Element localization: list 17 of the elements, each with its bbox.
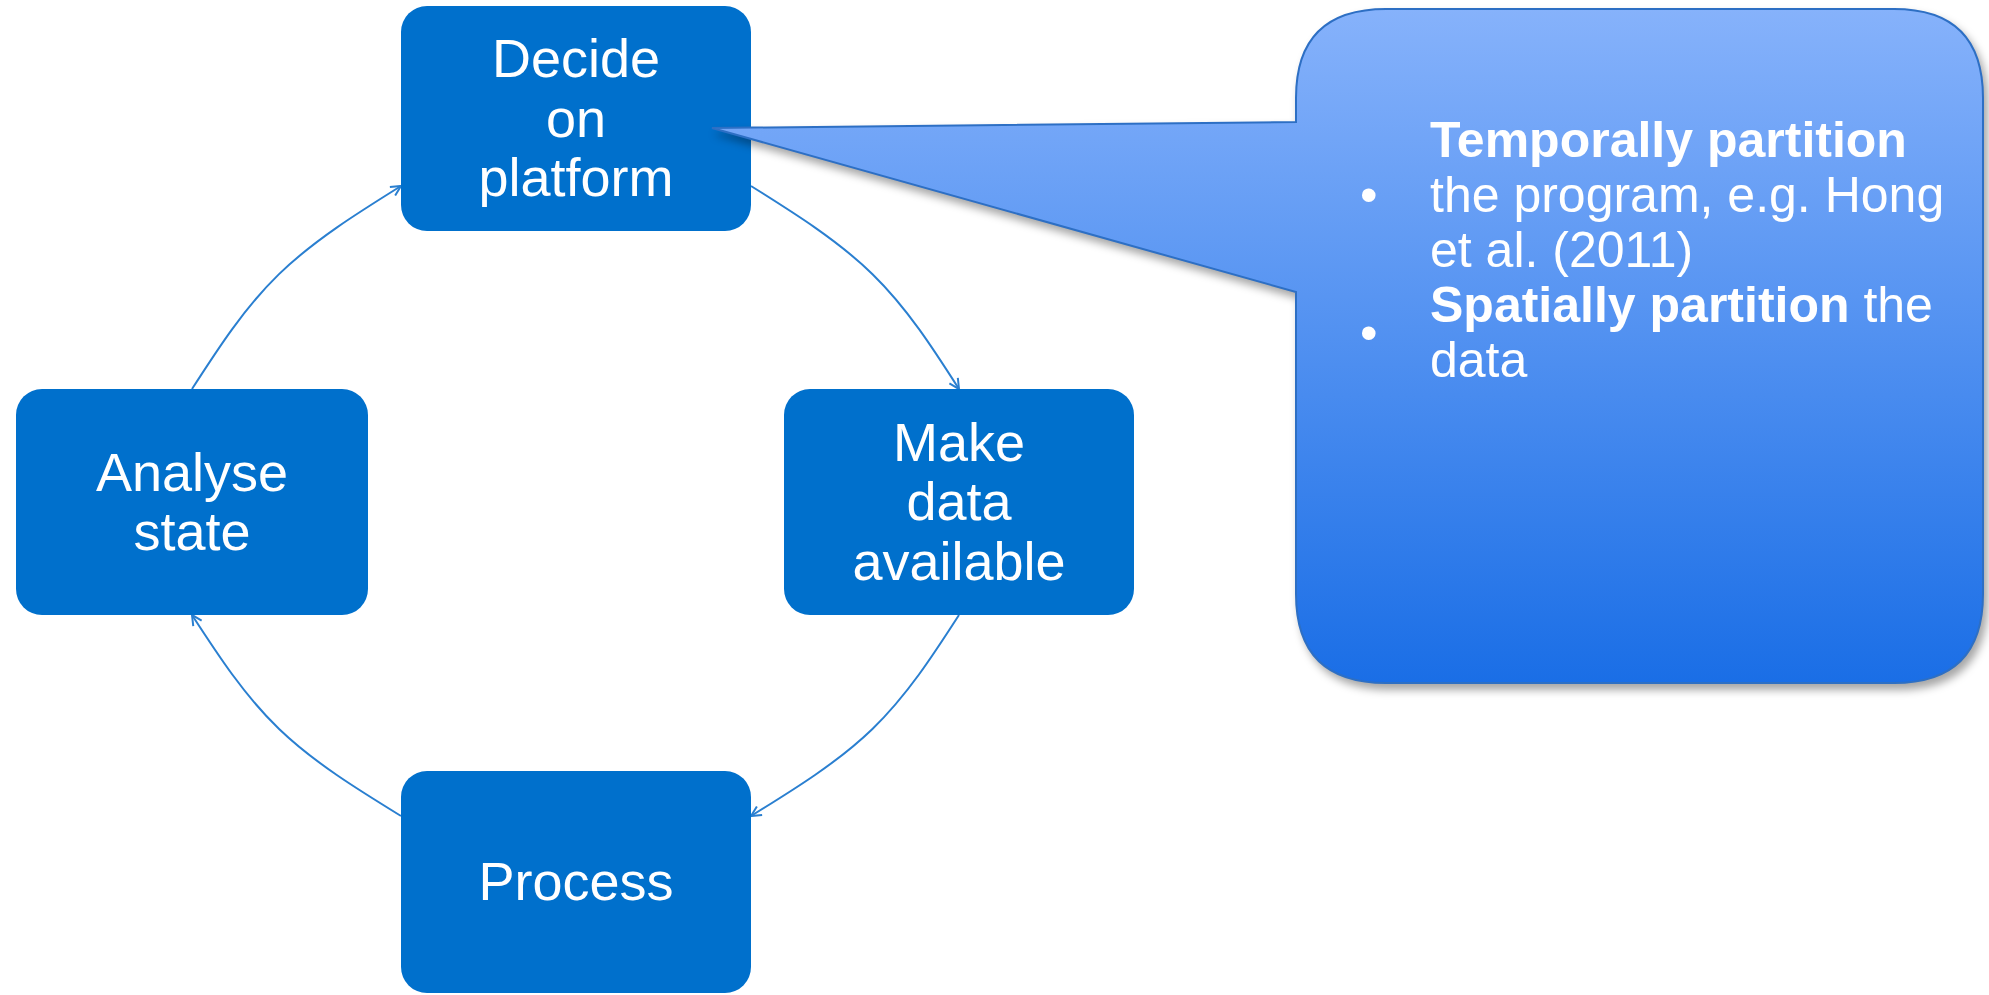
curved-arrow	[191, 614, 402, 817]
bullet-mark: •	[1360, 305, 1379, 361]
curved-arrow	[191, 185, 402, 390]
process-box	[16, 389, 368, 615]
process-box	[401, 771, 751, 993]
speech-bubble	[710, 8, 1984, 684]
box-label: Decide on platform	[477, 29, 675, 208]
process-box	[401, 6, 751, 231]
box-label: Analyse state	[94, 442, 290, 562]
box-label: Process	[478, 852, 674, 912]
curved-arrow	[750, 614, 960, 817]
box-label: Make data available	[851, 412, 1067, 592]
bullet-text: Temporally partition the program, e.g. Hong et al. (2011)	[1430, 113, 1946, 278]
bullet-mark: •	[1360, 168, 1379, 223]
bullet-text: Spatially partition the data	[1430, 278, 1934, 388]
curved-arrow	[750, 185, 960, 390]
process-box	[784, 389, 1134, 615]
